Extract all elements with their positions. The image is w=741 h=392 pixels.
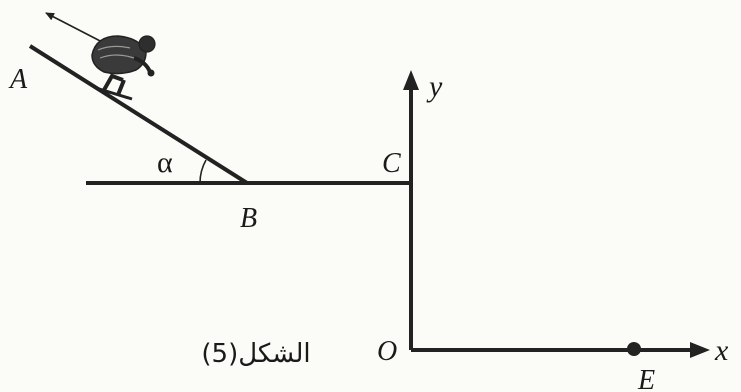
label-e: E — [637, 365, 655, 392]
angle-label: α — [157, 146, 173, 179]
label-a: A — [8, 64, 28, 95]
label-o: O — [377, 336, 397, 367]
y-axis-arrowhead — [403, 70, 419, 90]
incline-ab — [28, 44, 249, 185]
x-axis-arrowhead — [690, 342, 710, 358]
axis-label-y: y — [426, 70, 443, 103]
axis-label-x: x — [714, 334, 729, 367]
label-b: B — [240, 203, 257, 234]
skier-icon — [91, 35, 156, 101]
figure-caption: الشكل(5) — [201, 339, 310, 369]
point-e-dot — [627, 342, 641, 356]
arrow-icon — [45, 12, 107, 45]
angle-arc — [199, 159, 207, 184]
label-c: C — [382, 148, 401, 179]
